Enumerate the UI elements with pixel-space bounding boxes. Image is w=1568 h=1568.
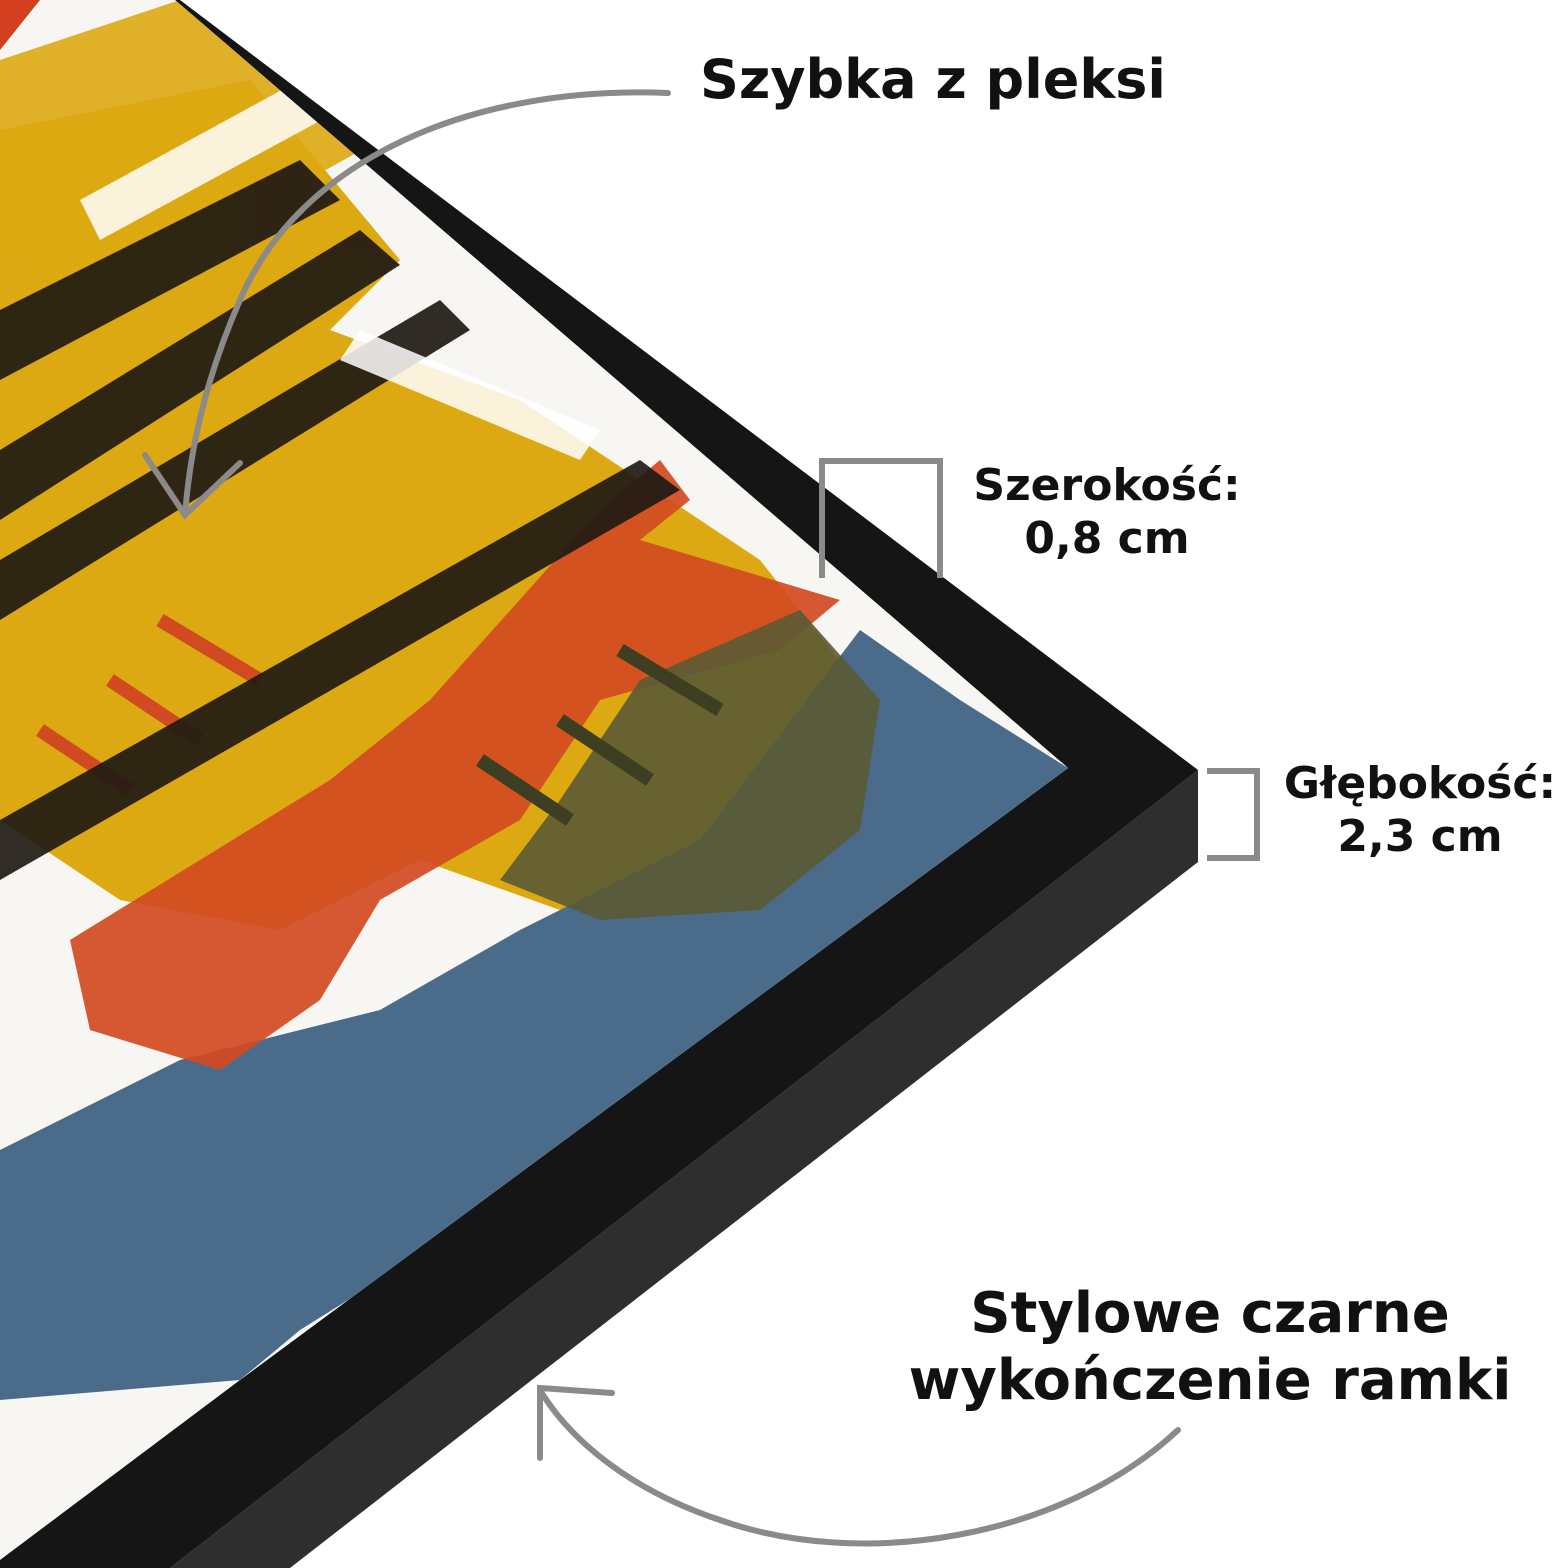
frame-width-value: 0,8 cm — [1024, 512, 1190, 564]
white-bands — [80, 80, 600, 460]
frame-depth-label: Głębokość: 2,3 cm — [1272, 758, 1568, 864]
frame-width-label: Szerokość: 0,8 cm — [962, 460, 1252, 566]
orange-trumpet — [70, 460, 840, 1070]
dimension-bracket-icon — [819, 458, 943, 578]
olive-overlap — [500, 610, 880, 920]
dimension-bracket-icon — [1207, 768, 1260, 861]
frame-finish-label: Stylowe czarne wykończenie ramki — [900, 1280, 1520, 1414]
frame-depth-title: Głębokość: — [1283, 758, 1557, 809]
frame-width-title: Szerokość: — [973, 460, 1241, 511]
curved-arrow-icon — [537, 1384, 1181, 1547]
red-corner — [0, 0, 40, 50]
dark-stripes — [0, 160, 680, 880]
curved-arrow-icon — [142, 89, 671, 520]
frame-depth-value: 2,3 cm — [1337, 810, 1503, 862]
plexi-glass-text: Szybka z pleksi — [700, 48, 1166, 111]
valve-keys-dark — [476, 643, 724, 826]
plexi-glass-label: Szybka z pleksi — [700, 48, 1166, 113]
frame-finish-line1: Stylowe czarne — [970, 1281, 1450, 1346]
frame-finish-line2: wykończenie ramki — [908, 1348, 1512, 1414]
